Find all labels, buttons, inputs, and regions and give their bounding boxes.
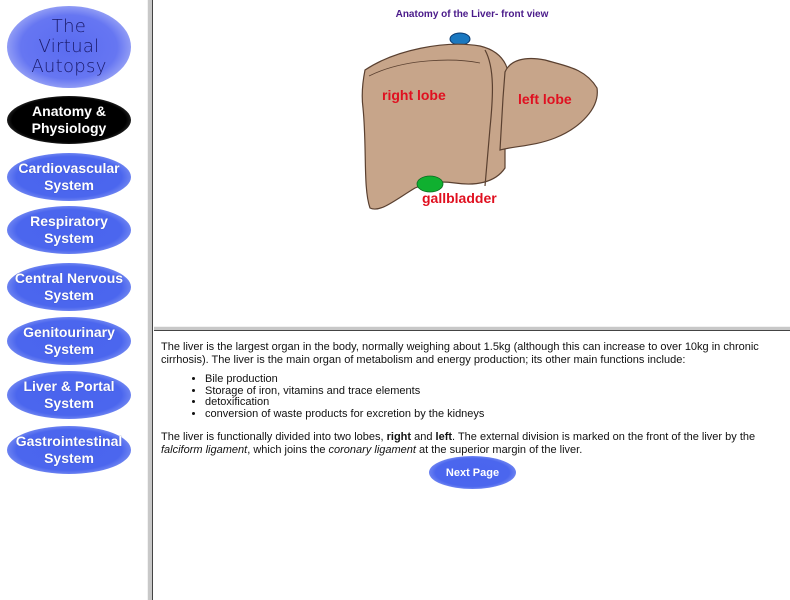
logo-line: Autopsy	[31, 56, 107, 77]
frame-divider-vertical[interactable]	[147, 0, 154, 600]
gallbladder-shape	[416, 175, 444, 193]
list-item: Storage of iron, vitamins and trace elem…	[205, 385, 484, 398]
list-item: conversion of waste products for excreti…	[205, 408, 484, 421]
nav-label: System	[44, 450, 94, 466]
lobes-paragraph: The liver is functionally divided into t…	[161, 431, 756, 456]
figure-frame: Anatomy of the Liver- front view right l…	[154, 0, 790, 326]
nav-central-nervous-system[interactable]: Central Nervous System	[7, 263, 131, 311]
vessel-icon	[449, 32, 471, 46]
list-item: Bile production	[205, 373, 484, 386]
figure-title: Anatomy of the Liver- front view	[395, 9, 549, 20]
label-gallbladder: gallbladder	[422, 190, 497, 206]
nav-label: System	[44, 177, 94, 193]
nav-label: Anatomy &	[32, 103, 106, 119]
logo-line: Virtual	[38, 36, 100, 57]
nav-label: Cardiovascular	[18, 160, 120, 176]
nav-cardiovascular-system[interactable]: Cardiovascular System	[7, 153, 131, 201]
nav-gastrointestinal-system[interactable]: Gastrointestinal System	[7, 426, 131, 474]
nav-genitourinary-system[interactable]: Genitourinary System	[7, 317, 131, 365]
list-item: detoxification	[205, 396, 484, 409]
nav-anatomy-physiology[interactable]: Anatomy & Physiology	[7, 96, 131, 144]
nav-label: Central Nervous	[14, 270, 124, 286]
nav-label: System	[44, 395, 94, 411]
nav-respiratory-system[interactable]: Respiratory System	[7, 206, 131, 254]
nav-label: Gastrointestinal	[15, 433, 123, 449]
nav-label: System	[44, 230, 94, 246]
frame-divider-horizontal[interactable]	[154, 326, 790, 332]
virtual-autopsy-logo[interactable]: The Virtual Autopsy	[7, 6, 131, 88]
left-lobe-shape	[499, 57, 598, 151]
nav-label: System	[44, 287, 94, 303]
next-page-button[interactable]: Next Page	[429, 456, 516, 489]
nav-label: Genitourinary	[23, 324, 115, 340]
nav-liver-portal-system[interactable]: Liver & Portal System	[7, 371, 131, 419]
liver-diagram: right lobe left lobe gallbladder	[361, 32, 598, 210]
label-left-lobe: left lobe	[518, 91, 572, 107]
functions-list: Bile production Storage of iron, vitamin…	[191, 373, 484, 421]
navigation-frame: The Virtual Autopsy Anatomy & Physiology…	[0, 0, 147, 600]
label-right-lobe: right lobe	[382, 87, 446, 103]
intro-paragraph: The liver is the largest organ in the bo…	[161, 341, 759, 366]
nav-label: Liver & Portal	[23, 378, 115, 394]
nav-label: Respiratory	[30, 213, 108, 229]
logo-line: The	[51, 16, 87, 37]
nav-label: System	[44, 341, 94, 357]
nav-label: Physiology	[31, 120, 107, 136]
content-frame: The liver is the largest organ in the bo…	[154, 332, 790, 600]
